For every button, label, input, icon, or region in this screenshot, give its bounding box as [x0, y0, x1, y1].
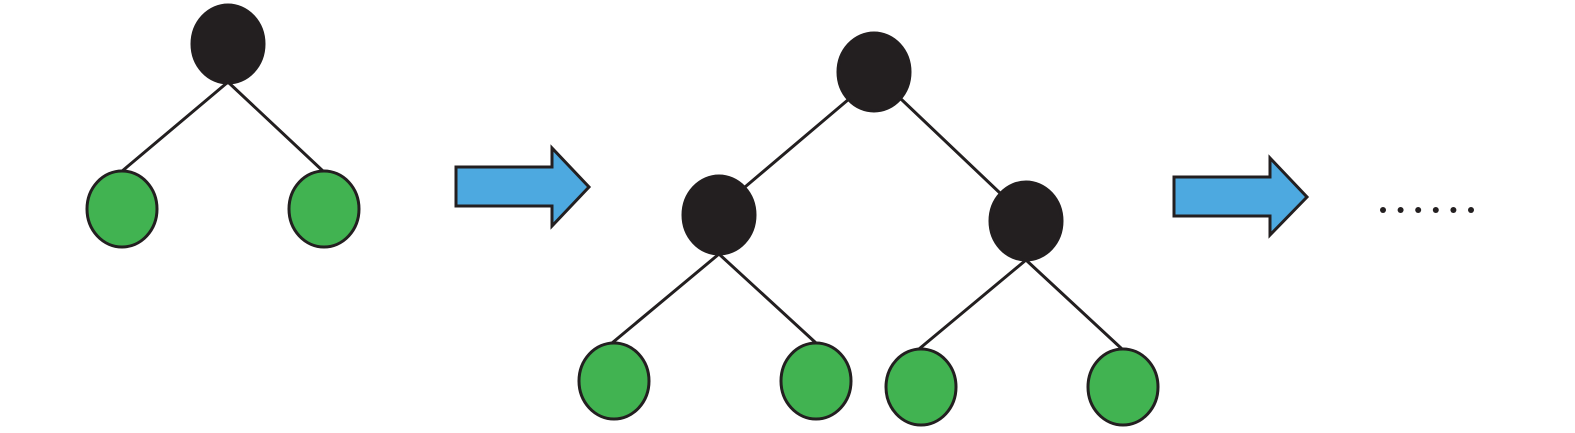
- stage-1-edge-left: [119, 80, 230, 174]
- ellipsis-dot: [1450, 207, 1457, 213]
- stage-1-leaf-node-right: [287, 169, 361, 249]
- right-arrow-icon: [1172, 154, 1310, 239]
- stage-2-edge-right-right: [1024, 258, 1124, 351]
- stage-2-edge-root-right: [899, 97, 1003, 196]
- ellipsis-dot: [1468, 207, 1474, 213]
- stage-2-edge-root-left: [743, 97, 851, 189]
- ellipsis-dot: [1397, 207, 1404, 213]
- stage-1-edge-right: [226, 80, 326, 174]
- stage-2-edge-right-left: [917, 258, 1028, 351]
- stage-1-root-node: [190, 3, 266, 85]
- stage-2-internal-node-right: [988, 180, 1064, 262]
- stage-2-internal-node-left: [681, 174, 757, 256]
- ellipsis-dot: [1432, 207, 1439, 213]
- ellipsis-dots: [1380, 207, 1474, 213]
- stage-2-leaf-node-2: [779, 341, 853, 421]
- right-arrow-icon: [454, 144, 592, 230]
- stage-2-edge-left-left: [610, 252, 721, 345]
- stage-2-tree: [577, 31, 1160, 427]
- stage-2-leaf-node-4: [1086, 347, 1160, 427]
- stage-1-tree: [85, 3, 361, 249]
- stage-2-edge-left-right: [717, 252, 818, 345]
- stage-2-root-node: [836, 31, 912, 113]
- stage-2-leaf-node-3: [884, 347, 958, 427]
- ellipsis-dot: [1415, 207, 1422, 213]
- stage-1-leaf-node-left: [85, 169, 159, 249]
- ellipsis-dot: [1380, 207, 1386, 213]
- stage-2-leaf-node-1: [577, 341, 651, 421]
